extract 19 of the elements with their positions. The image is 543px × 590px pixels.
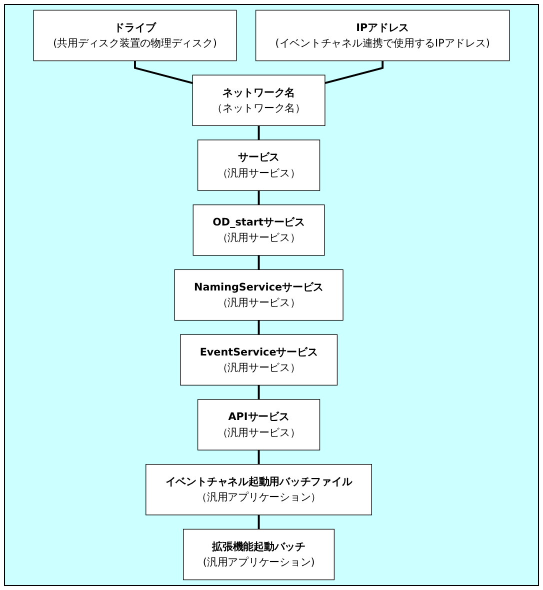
- node-box: NamingServiceサービス （汎用サービス）: [174, 269, 344, 321]
- node-box: APIサービス （汎用サービス）: [197, 399, 320, 450]
- connector: [258, 255, 260, 270]
- connector: [324, 60, 384, 84]
- connector: [258, 126, 260, 140]
- connector: [258, 450, 260, 464]
- node-box: 拡張機能起動バッチ (汎用アプリケーション): [183, 528, 335, 580]
- connector: [258, 514, 260, 530]
- node-box: IPアドレス (イベントチャネル連携で使用するIPアドレス): [255, 10, 510, 62]
- node-box: イベントチャネル起動用バッチファイル （汎用アプリケーション）: [146, 464, 372, 516]
- node-box: ドライブ (共用ディスク装置の物理ディスク): [33, 10, 237, 62]
- node-box: サービス （汎用サービス）: [197, 140, 320, 191]
- connector: [134, 60, 193, 84]
- connector: [258, 385, 260, 400]
- connector: [258, 320, 260, 335]
- node-box: OD_startサービス （汎用サービス）: [192, 204, 325, 256]
- node-box: ネットワーク名 （ネットワーク名）: [192, 74, 326, 126]
- connector: [258, 190, 260, 205]
- node-box: EventServiceサービス （汎用サービス）: [180, 334, 338, 386]
